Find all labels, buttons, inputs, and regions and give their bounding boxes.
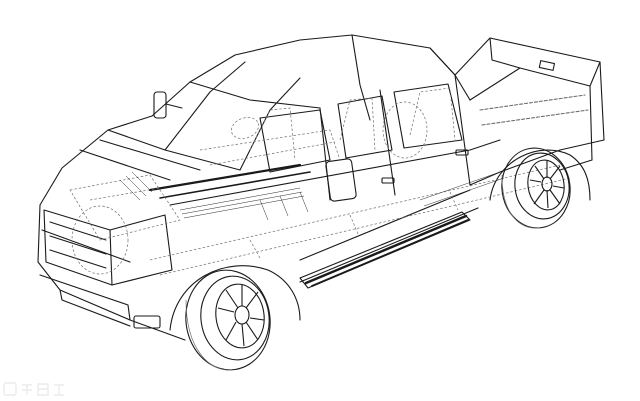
running-board [299, 211, 471, 289]
hood-lines [79, 139, 311, 199]
detail-hatching [119, 171, 505, 221]
rear-wheel [501, 147, 571, 229]
fenders [169, 149, 591, 331]
body-outline [37, 34, 501, 341]
truck-bed [454, 37, 605, 186]
front-wheel [185, 269, 271, 371]
side-mirror [153, 91, 357, 202]
hidden-structure [69, 87, 571, 276]
door-handles [381, 149, 469, 184]
front-grille [39, 209, 173, 329]
watermark-mark [3, 382, 64, 396]
